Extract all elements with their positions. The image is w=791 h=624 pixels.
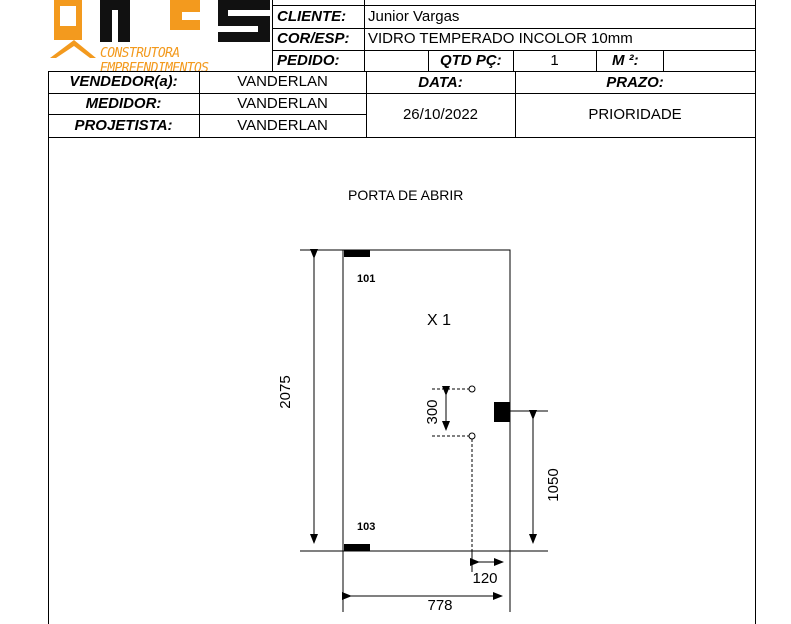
multiplier-label: X 1 — [427, 312, 451, 329]
vendedor-label: VENDEDOR(a): — [69, 73, 178, 90]
hole-bottom — [468, 432, 476, 440]
cor-esp-label: COR/ESP: — [277, 30, 350, 47]
logo-tagline: CONSTRUTORA EMPREENDIMENTOS — [100, 46, 209, 76]
prazo-label: PRAZO: — [606, 74, 664, 91]
dim-height-label: 2075 — [277, 375, 294, 408]
qtd-label: QTD PÇ: — [440, 52, 502, 69]
hole-top — [468, 385, 476, 393]
projetista-value: VANDERLAN — [237, 117, 328, 134]
pedido-label: PEDIDO: — [277, 52, 340, 69]
medidor-value: VANDERLAN — [237, 95, 328, 112]
dim-handle-height-label: 1050 — [545, 468, 562, 501]
hardware-top-block — [344, 250, 370, 257]
lock-block — [494, 402, 510, 422]
cliente-label: CLIENTE: — [277, 8, 347, 25]
dim-hole-offset-label: 120 — [472, 570, 497, 587]
hardware-top-label: 101 — [357, 273, 375, 285]
projetista-label: PROJETISTA: — [74, 117, 173, 134]
hardware-bottom-label: 103 — [357, 521, 375, 533]
prazo-value: PRIORIDADE — [588, 106, 682, 123]
data-label: DATA: — [418, 74, 463, 91]
glass-panel — [342, 249, 511, 552]
cor-esp-value: VIDRO TEMPERADO INCOLOR 10mm — [368, 30, 633, 47]
drawing-title: PORTA DE ABRIR — [348, 187, 464, 203]
vendedor-value: VANDERLAN — [237, 73, 328, 90]
medidor-label: MEDIDOR: — [85, 95, 162, 112]
dim-holes-label: 300 — [424, 399, 441, 424]
dim-width-label: 778 — [427, 597, 452, 614]
logo-graphic — [50, 0, 270, 58]
hardware-bottom-block — [344, 544, 370, 551]
data-value: 26/10/2022 — [402, 106, 479, 123]
qtd-value: 1 — [550, 52, 559, 69]
cliente-value: Junior Vargas — [368, 8, 460, 25]
m2-label: M ²: — [612, 52, 639, 69]
company-logo: CONSTRUTORA EMPREENDIMENTOS — [50, 0, 272, 76]
